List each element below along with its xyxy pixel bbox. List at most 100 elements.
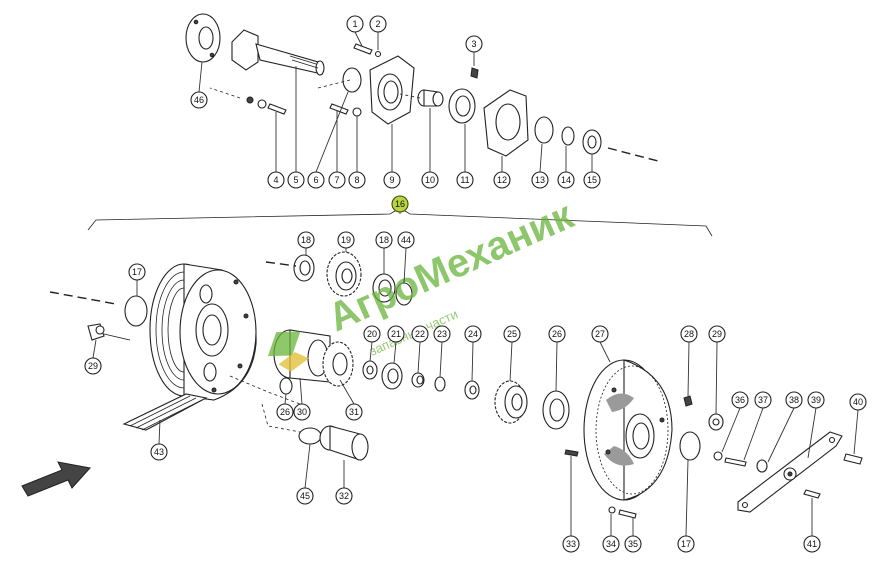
leader-line-24 <box>471 341 474 382</box>
callout-label-43: 43 <box>154 447 164 457</box>
callout-5: 5 <box>287 66 305 189</box>
part-washer-34 <box>608 506 616 514</box>
part-bearing-26 <box>542 390 570 430</box>
callout-20: 20 <box>363 325 381 362</box>
callout-label-13: 13 <box>535 175 545 185</box>
callout-label-8: 8 <box>354 175 359 185</box>
callout-label-30: 30 <box>297 407 307 417</box>
part-oring-45 <box>298 427 322 445</box>
bottom-left-axis-line <box>49 291 117 305</box>
callout-18: 18 <box>297 231 315 255</box>
part-pulley-housing <box>149 263 257 401</box>
part-belt-43 <box>122 393 208 431</box>
callout-label-45: 45 <box>300 491 310 501</box>
leader-line-38 <box>767 407 795 463</box>
callout-22: 22 <box>411 325 429 374</box>
callout-21: 21 <box>387 325 405 364</box>
leader-line-25 <box>509 341 513 382</box>
callout-46: 46 <box>190 61 208 109</box>
callout-label-20: 20 <box>367 329 377 339</box>
leader-line-1 <box>354 31 363 47</box>
part-bolt-35 <box>618 509 637 519</box>
callout-label-34: 34 <box>606 539 616 549</box>
part-washer-20 <box>362 360 378 380</box>
callout-33: 33 <box>562 456 580 553</box>
callout-19: 19 <box>337 231 355 252</box>
leader-line-26 <box>284 393 287 405</box>
leader-line-37 <box>743 407 764 461</box>
part-pin-3 <box>470 67 479 79</box>
leader-line-27 <box>599 341 611 363</box>
part-bearing-housing-9 <box>369 55 415 125</box>
callout-39: 39 <box>807 391 825 459</box>
part-bolt-37 <box>724 457 747 467</box>
callout-32: 32 <box>335 460 353 505</box>
callout-44: 44 <box>397 231 415 284</box>
callout-label-18: 18 <box>301 235 311 245</box>
leader-line-28 <box>687 341 690 397</box>
callout-label-38: 38 <box>789 395 799 405</box>
leader-line-39 <box>807 407 817 459</box>
part-bolt-1 <box>353 43 373 55</box>
leader-line-44 <box>403 247 407 284</box>
part-bolt-40 <box>843 453 863 465</box>
callout-label-14: 14 <box>561 175 571 185</box>
leader-line-6 <box>315 91 349 173</box>
callout-1: 1 <box>346 15 364 47</box>
leader-line-22 <box>417 341 421 374</box>
part-ring-38 <box>756 459 768 473</box>
part-cover-12 <box>483 89 529 157</box>
leader-line-21 <box>393 341 397 364</box>
callout-label-41: 41 <box>807 539 817 549</box>
part-arm-39 <box>737 431 843 513</box>
part-flange-46 <box>185 13 221 63</box>
leader-line-43 <box>158 419 161 445</box>
part-pin-33 <box>564 449 579 457</box>
callout-45: 45 <box>296 443 314 505</box>
callout-29: 29 <box>84 339 102 375</box>
part-seal-13 <box>534 116 554 144</box>
callout-41: 41 <box>803 498 821 553</box>
callout-12: 12 <box>493 156 511 189</box>
callout-label-37: 37 <box>758 395 768 405</box>
part-bearing-11 <box>448 88 476 124</box>
leader-line-13 <box>539 143 543 173</box>
top-axis-line <box>607 147 663 163</box>
callout-label-3: 3 <box>471 39 476 49</box>
guide-line-top <box>209 79 421 99</box>
part-seal-17-left <box>124 295 148 327</box>
callout-label-21: 21 <box>391 329 401 339</box>
callout-31: 31 <box>339 379 363 421</box>
part-plug-32 <box>319 425 369 461</box>
callout-label-16: 16 <box>395 199 405 209</box>
callout-18: 18 <box>375 231 393 274</box>
callout-label-29: 29 <box>88 361 98 371</box>
callout-label-26: 26 <box>552 329 562 339</box>
callout-37: 37 <box>743 391 772 461</box>
leader-line-46 <box>198 61 203 93</box>
callout-28: 28 <box>680 325 698 397</box>
part-washer-2 <box>374 50 382 58</box>
leader-line-20 <box>369 341 373 362</box>
mid-axis-line <box>265 261 297 267</box>
callout-9: 9 <box>383 124 401 189</box>
direction-arrow-icon <box>21 461 91 497</box>
callout-25: 25 <box>503 325 521 382</box>
callout-3: 3 <box>465 35 483 66</box>
callout-label-7: 7 <box>334 175 339 185</box>
callout-label-18: 18 <box>379 235 389 245</box>
leader-line-30 <box>299 377 303 405</box>
callout-27: 27 <box>591 325 611 363</box>
callout-36: 36 <box>721 391 749 453</box>
callout-26: 26 <box>548 325 566 392</box>
callout-label-31: 31 <box>349 407 359 417</box>
callout-label-9: 9 <box>389 175 394 185</box>
part-seal-6 <box>342 67 362 93</box>
part-circlip-23 <box>434 376 446 392</box>
leader-line-45 <box>304 443 311 489</box>
callout-label-5: 5 <box>293 175 298 185</box>
part-line-29 <box>103 333 131 341</box>
leader-line-40 <box>853 409 859 455</box>
callout-label-22: 22 <box>415 329 425 339</box>
callout-8: 8 <box>348 116 366 189</box>
